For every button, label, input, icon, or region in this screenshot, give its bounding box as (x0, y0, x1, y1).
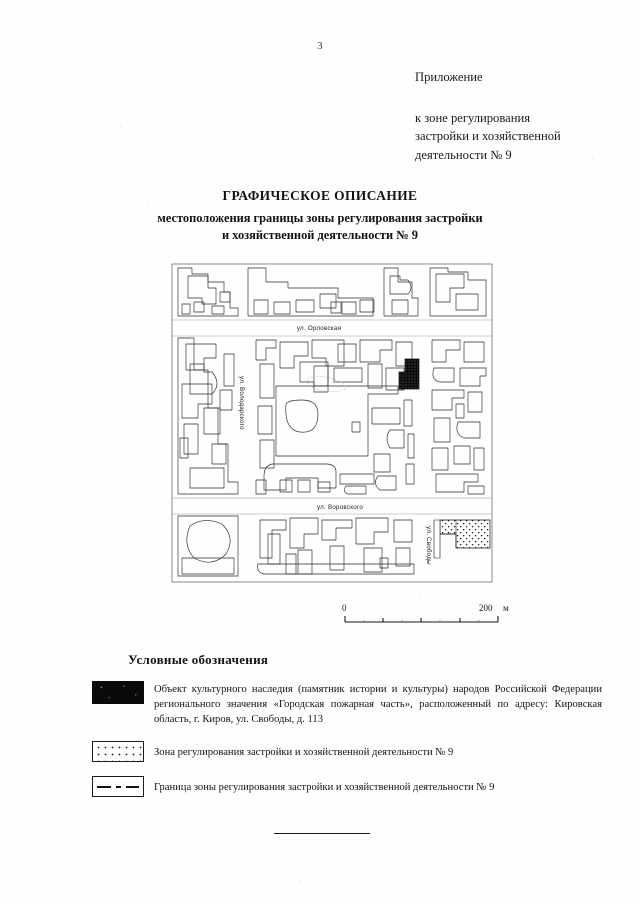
scale-unit-label: м (503, 603, 509, 613)
heritage-object-marker (398, 358, 420, 390)
title-subtitle: местоположения границы зоны регулировани… (157, 211, 483, 243)
scale-ruler (344, 616, 499, 623)
scan-speck (300, 880, 301, 881)
legend-text-boundary: Граница зоны регулирования застройки и х… (154, 782, 495, 794)
scan-speck (148, 206, 149, 207)
street-label-volodarskogo: ул. Володарского (238, 376, 245, 430)
appendix-header: Приложение к зоне регулирования застройк… (415, 68, 615, 165)
legend-swatch-zone-icon (92, 741, 144, 763)
scan-speck (330, 852, 331, 853)
legend-item-zone: Зона регулирования застройки и хозяйстве… (92, 741, 602, 763)
legend: Объект культурного наследия (памятник ис… (92, 681, 602, 811)
street-label-svobody: ул. Свободы (425, 526, 432, 565)
map-building-outlines (172, 267, 492, 577)
scan-speck (420, 596, 421, 597)
map-scale-bar: 0 200 м (340, 600, 520, 630)
street-label-vorovskogo: ул. Воровского (317, 504, 363, 511)
scan-speck (592, 158, 593, 159)
legend-swatch-boundary-icon (92, 776, 144, 798)
legend-swatch-heritage-icon (92, 681, 144, 704)
scale-start-label: 0 (342, 603, 347, 613)
page-number: 3 (317, 40, 323, 52)
legend-item-heritage: Объект культурного наследия (памятник ис… (92, 681, 602, 727)
zone-boundary-trace (307, 376, 346, 392)
regulation-zone-area (433, 519, 491, 559)
bottom-divider (274, 833, 370, 834)
document-title: ГРАФИЧЕСКОЕ ОПИСАНИЕ местоположения гран… (0, 188, 640, 244)
title-main: ГРАФИЧЕСКОЕ ОПИСАНИЕ (222, 188, 418, 203)
legend-text-heritage: Объект культурного наследия (памятник ис… (154, 684, 602, 726)
legend-text-zone: Зона регулирования застройки и хозяйстве… (154, 747, 454, 759)
legend-heading: Условные обозначения (128, 652, 269, 667)
appendix-word: Приложение (415, 70, 483, 84)
map-figure: ул. Орловская ул. Володарского ул. Воров… (168, 258, 496, 588)
legend-item-boundary: Граница зоны регулирования застройки и х… (92, 776, 602, 798)
street-label-orlovskaya: ул. Орловская (297, 325, 341, 332)
scan-speck (196, 744, 197, 745)
scale-end-label: 200 (479, 603, 493, 613)
scan-speck (120, 126, 121, 127)
map-frame (171, 263, 493, 583)
appendix-reference: к зоне регулирования застройки и хозяйст… (415, 110, 561, 162)
dash-dot-line-icon (97, 785, 139, 788)
map-drawing: ул. Орловская ул. Володарского ул. Воров… (168, 258, 496, 588)
